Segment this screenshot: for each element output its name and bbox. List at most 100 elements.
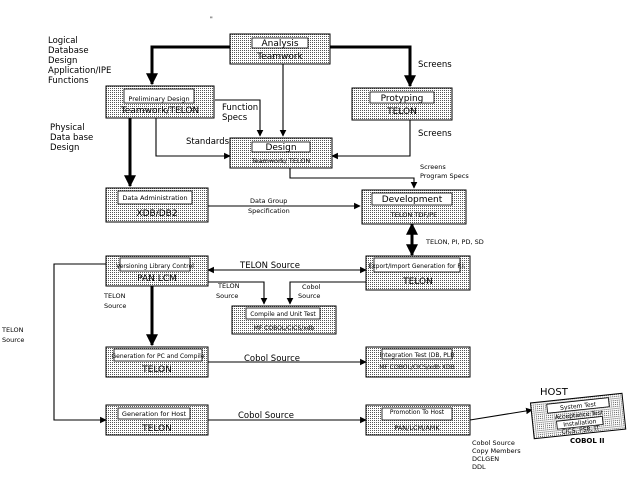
svg-text:Copy Members: Copy Members [472,447,521,455]
label-logical-design: Logical Database Design Application/IPE … [48,36,111,86]
label-telon-source-far: TELON Source [1,326,24,344]
box-versioning: Versioning Library Control PAN LCM [105,255,209,287]
arrow-design-development [289,168,418,189]
label-host-outputs: Cobol Source Copy Members DCLGEN DDL [472,439,521,471]
cobol-ii-logo: COBOL II [570,437,604,445]
label-standards: Standards [186,137,230,147]
box-compile: Compile and Unit Test MF COBOL/CICS/xdb [231,305,337,335]
svg-text:Program Specs: Program Specs [420,172,469,180]
box-integration: Integration Test (DB, PLI) MF COBOL/CICS… [365,346,471,378]
label-cobol-source-row1: Cobol Source [244,354,300,364]
box-host: System Test Acceptance Test Installation… [529,392,627,440]
svg-text:Source: Source [2,336,24,344]
box-export-import: Export/Import Generation for P.I. TELON [365,255,471,291]
box-genhost-title: Generation for Host [122,410,187,418]
svg-text:Data base: Data base [50,133,93,143]
label-screens-top: Screens [418,60,452,70]
box-preliminary-design: Preliminary Design Teamwork/TELON [105,85,215,119]
svg-text:Cobol Source: Cobol Source [472,439,515,447]
arrow-versioning-compile [196,281,268,305]
box-design-title: Design [265,143,296,153]
box-promotion-title: Promotion To Host [390,409,445,416]
label-telon-source-left: TELON Source [103,292,126,310]
box-design: Design Teamwork/ TELON [229,137,333,169]
box-integration-tool: MF COBOL/CICS/xdb XDB [379,364,454,371]
label-data-group-spec: Data Group Specification [248,197,290,215]
box-genhost-tool: TELON [141,424,172,434]
box-data-administration: Data Administration XDB/DB2 [105,187,209,223]
box-genpc-title: Generation for PC and Compile [112,353,205,360]
svg-text:Database: Database [48,46,89,56]
arrow-export-compile [286,281,366,305]
svg-text:Screens: Screens [420,163,446,171]
svg-text:TELON: TELON [217,282,240,290]
label-cobol-source-row2: Cobol Source [238,411,294,421]
svg-text:Application/IPE: Application/IPE [48,66,111,76]
svg-text:Specification: Specification [248,207,290,215]
svg-text:DDL: DDL [472,463,486,471]
box-protyping-tool: TELON [386,107,417,117]
box-generation-pc: Generation for PC and Compile TELON [105,346,209,378]
svg-text:Specs: Specs [222,113,248,123]
svg-text:Logical: Logical [48,36,78,46]
label-telon-pi-pd-sd: TELON, PI, PD, SD [425,238,484,246]
svg-text:Design: Design [50,143,79,153]
label-screens-bottom: Screens [418,129,452,139]
svg-text:Cobol: Cobol [302,283,321,291]
box-analysis-tool: Teamwork [256,52,303,62]
label-function-specs: Function Specs [222,103,258,123]
box-promotion: Promotion To Host PAN/LCM/AMK [365,404,471,436]
box-integration-title: Integration Test (DB, PLI) [380,352,455,359]
box-export-title: Export/Import Generation for P.I. [368,263,465,270]
svg-text:TELON: TELON [1,326,24,334]
arrow-standards [155,118,231,160]
connectors [53,45,533,424]
arrow-analysis-protyping [330,45,416,88]
box-design-tool: Teamwork/ TELON [251,157,311,165]
svg-text:Source: Source [216,292,238,300]
svg-text:Physical: Physical [50,123,85,133]
label-host: HOST [540,387,569,398]
arrow-prelim-design-function [215,99,264,137]
box-export-tool: TELON [402,277,433,287]
svg-text:Functions: Functions [48,76,89,86]
box-compile-tool: MF COBOL/CICS/xdb [254,325,315,332]
svg-text:Function: Function [222,103,258,113]
arrow-versioning-genhost [53,263,108,424]
box-analysis-title: Analysis [261,39,298,49]
box-host-line3: Installation [563,418,597,428]
label-telon-source-mid: TELON Source [239,261,300,271]
box-development: Development TELON TDF/PE [361,189,467,225]
box-analysis: Analysis Teamwork [229,33,331,65]
box-generation-host: Generation for Host TELON [105,404,209,436]
box-development-title: Development [382,195,443,205]
box-compile-title: Compile and Unit Test [250,311,316,318]
box-versioning-title: Versioning Library Control [116,263,194,270]
svg-text:Data Group: Data Group [250,197,287,205]
label-physical-design: Physical Data base Design [50,123,93,153]
box-host-line4: CICS, PS8, IT [561,425,600,436]
box-genpc-tool: TELON [141,365,172,375]
label-cobol-source-compile: Cobol Source [298,283,321,300]
box-protyping: Protyping TELON [351,87,453,121]
box-dataadmin-title: Data Administration [122,194,187,202]
svg-text:TELON: TELON [103,292,126,300]
svg-text:Design: Design [48,56,77,66]
arrow-analysis-prelim [146,45,230,86]
box-dataadmin-tool: XDB/DB2 [136,209,177,219]
svg-text:Source: Source [104,302,126,310]
svg-text:Source: Source [298,292,320,300]
arrow-protyping-design [331,120,411,160]
label-screens-program-specs: Screens Program Specs [420,163,469,180]
arrow-promotion-host [469,407,533,421]
box-development-tool: TELON TDF/PE [390,211,437,219]
box-host-line1: System Test [560,401,597,412]
box-promotion-tool: PAN/LCM/AMK [394,424,440,432]
top-mark: " [210,16,213,23]
label-telon-source-compile: TELON Source [216,282,240,300]
box-prelim-title: Preliminary Design [128,95,189,103]
svg-text:DCLGEN: DCLGEN [472,455,499,463]
box-prelim-tool: Teamwork/TELON [120,106,199,116]
box-versioning-tool: PAN LCM [137,274,177,284]
